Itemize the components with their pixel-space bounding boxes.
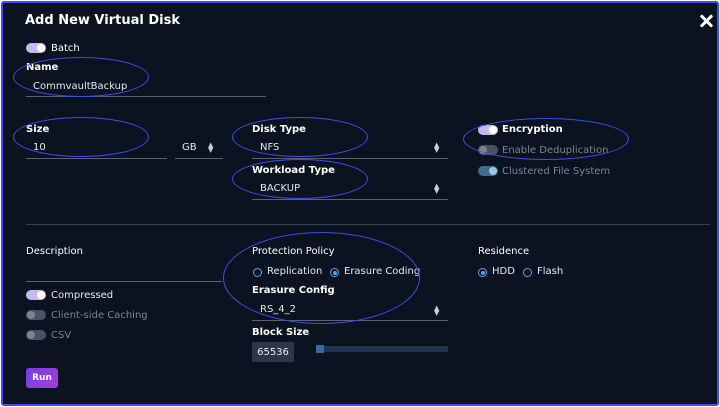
workload-type-select[interactable]: BACKUP — [260, 183, 301, 194]
name-input[interactable]: CommvaultBackup — [33, 81, 128, 92]
erasure-config-underline — [252, 320, 448, 321]
toggle-knob — [27, 331, 35, 339]
size-input[interactable]: 10 — [33, 142, 46, 153]
unit-underline — [175, 158, 223, 159]
residence-label: Residence — [478, 246, 530, 257]
toggle-knob — [37, 291, 45, 299]
block-size-slider-track[interactable] — [316, 346, 448, 352]
toggle-knob — [479, 146, 487, 154]
disk-type-label: Disk Type — [252, 124, 306, 135]
flash-radio[interactable] — [523, 268, 532, 277]
size-underline — [26, 158, 167, 159]
description-underline — [26, 281, 222, 282]
csv-toggle[interactable] — [26, 330, 46, 340]
replication-label: Replication — [267, 266, 323, 277]
toggle-knob — [37, 44, 45, 52]
block-size-label: Block Size — [252, 327, 310, 338]
close-icon[interactable] — [697, 12, 715, 30]
erasure-config-caret-icon: ▲▼ — [434, 304, 440, 317]
block-size-slider-thumb[interactable] — [316, 345, 324, 353]
compressed-label: Compressed — [51, 290, 114, 301]
dedup-label: Enable Deduplication — [502, 145, 609, 156]
dialog-title: Add New Virtual Disk — [25, 13, 180, 28]
encryption-label: Encryption — [502, 124, 563, 135]
clustered-toggle[interactable] — [478, 166, 498, 176]
clustered-label: Clustered File System — [502, 166, 611, 177]
erasure-config-select[interactable]: RS_4_2 — [260, 304, 297, 315]
name-label: Name — [26, 62, 59, 73]
dedup-toggle[interactable] — [478, 145, 498, 155]
disk-type-caret-icon: ▲▼ — [434, 141, 440, 154]
disk-type-underline — [252, 158, 448, 159]
toggle-knob — [27, 311, 35, 319]
size-label: Size — [26, 124, 50, 135]
erasure-config-label: Erasure Config — [252, 285, 335, 296]
csv-label: CSV — [51, 330, 72, 341]
compressed-toggle[interactable] — [26, 290, 46, 300]
block-size-input[interactable]: 65536 — [252, 342, 294, 362]
hdd-radio[interactable] — [478, 268, 487, 277]
annotation-ellipse-disk-type — [232, 117, 368, 157]
replication-radio[interactable] — [253, 268, 262, 277]
section-divider — [26, 224, 710, 225]
disk-type-select[interactable]: NFS — [260, 142, 280, 153]
run-button[interactable]: Run — [26, 368, 58, 388]
name-underline — [26, 96, 266, 97]
unit-caret-icon: ▲▼ — [208, 141, 214, 154]
erasure-coding-label: Erasure Coding — [344, 266, 421, 277]
toggle-knob — [489, 167, 497, 175]
encryption-toggle[interactable] — [478, 125, 498, 135]
protection-policy-label: Protection Policy — [252, 246, 335, 257]
toggle-knob — [489, 126, 497, 134]
client-caching-toggle[interactable] — [26, 310, 46, 320]
batch-toggle[interactable] — [26, 43, 46, 53]
hdd-label: HDD — [492, 266, 515, 277]
workload-type-label: Workload Type — [252, 165, 335, 176]
client-caching-label: Client-side Caching — [51, 310, 148, 321]
flash-label: Flash — [537, 266, 564, 277]
description-label: Description — [26, 246, 83, 257]
batch-label: Batch — [51, 43, 80, 54]
erasure-coding-radio[interactable] — [330, 268, 339, 277]
workload-type-caret-icon: ▲▼ — [434, 182, 440, 195]
workload-type-underline — [252, 199, 448, 200]
size-unit-select[interactable]: GB — [182, 142, 197, 153]
